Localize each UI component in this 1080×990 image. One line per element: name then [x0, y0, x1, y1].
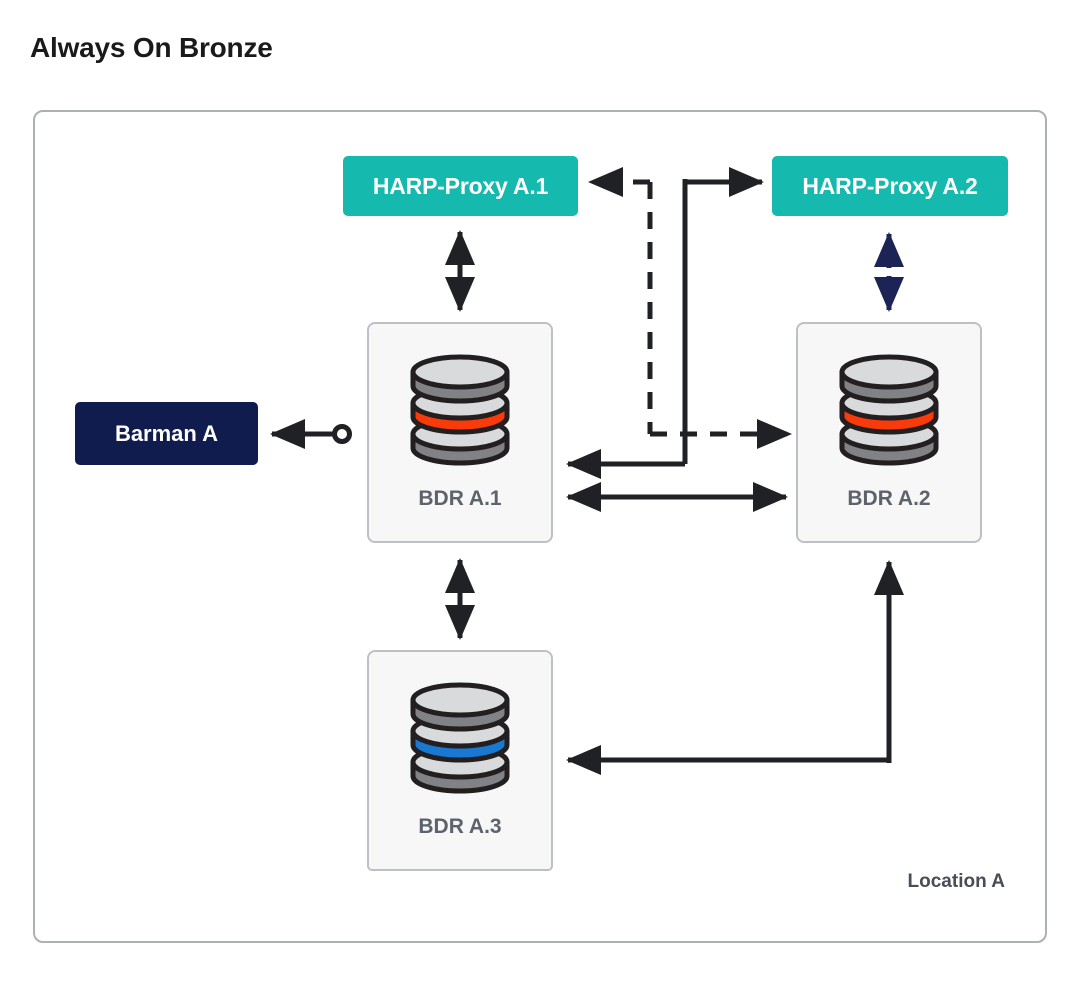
database-icon — [401, 346, 519, 479]
bdr-a1-node[interactable]: BDR A.1 — [367, 322, 553, 543]
witness-role-label: Witness — [421, 873, 499, 895]
page-title: Always On Bronze — [30, 32, 273, 63]
bdr-a1-label: BDR A.1 — [418, 487, 502, 510]
bdr-a3-label: BDR A.3 — [418, 815, 502, 838]
database-icon — [401, 674, 519, 807]
location-label: Location A — [907, 871, 1005, 892]
barman-a-label: Barman A — [114, 420, 219, 446]
database-icon — [830, 346, 948, 479]
bdr-a2-node[interactable]: BDR A.2 — [796, 322, 982, 543]
harp-proxy-a2-label: HARP-Proxy A.2 — [802, 172, 978, 199]
harp-proxy-a2-box[interactable]: HARP-Proxy A.2 — [772, 156, 1008, 216]
barman-a-box[interactable]: Barman A — [75, 402, 258, 465]
bdr-a2-label: BDR A.2 — [847, 487, 931, 510]
bdr-a3-body: BDR A.3 — [367, 650, 553, 871]
harp-proxy-a1-label: HARP-Proxy A.1 — [372, 172, 549, 199]
bdr-a3-node[interactable]: Witness BDR A.3 — [367, 650, 553, 910]
harp-proxy-a1-box[interactable]: HARP-Proxy A.1 — [343, 156, 578, 216]
